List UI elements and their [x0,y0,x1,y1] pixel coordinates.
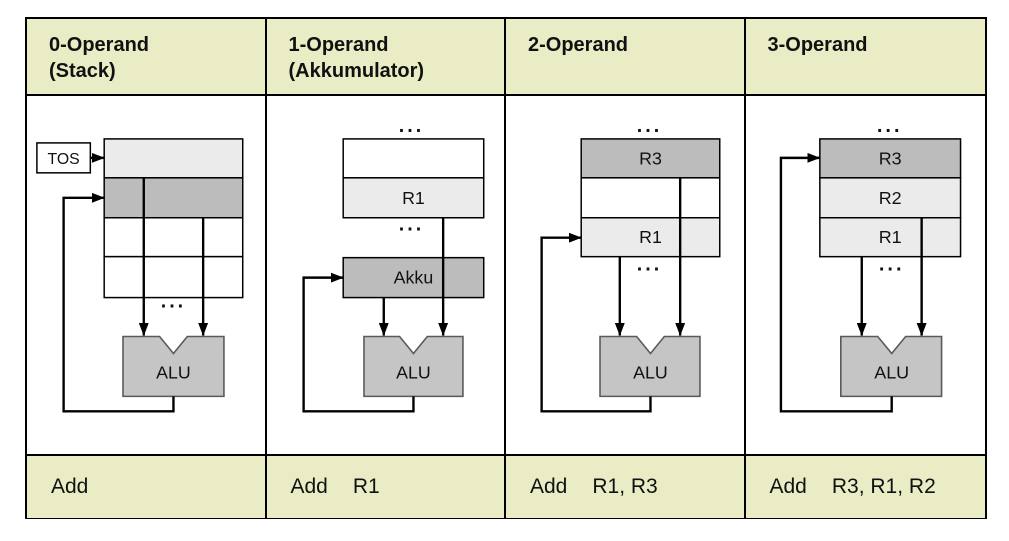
instruction-mnemonic: Add [530,475,568,499]
register-r2 [818,177,961,219]
ellipsis-above-registers: ... [398,115,423,137]
instruction-operands: R1 [352,475,380,499]
register-r1 [580,216,721,258]
header-subtitle: (Stack) [49,60,116,82]
alu-box-label: ALU [396,362,431,382]
result-feedback-line [301,272,415,413]
stack-architecture-diagram: TOS... ALU [36,138,244,413]
header-subtitle: (Akkumulator) [288,60,425,82]
stack-cell-fourth [103,255,244,299]
alu-box [362,335,464,398]
result-feedback-line [779,152,893,413]
register-r3-label: R3 [878,148,901,168]
header-title: 0-Operand [49,34,150,56]
register-r3 [818,138,961,179]
header-cell-3-operand: 3-Operand [745,19,985,96]
register-r1-label: R1 [878,227,901,247]
instruction-cell-akkumulator: Add R1 [266,456,506,519]
alu-box [599,335,701,398]
diagram-cell-stack: TOS... ALU [27,96,267,457]
stack-cell-third [103,216,244,258]
ellipsis-above-registers: ... [876,115,902,137]
akku-box-label: Akku [393,268,433,288]
alu-box [122,335,225,398]
instruction-operands: R1, R3 [592,475,658,499]
register-r3 [580,138,721,179]
tos-box-label: TOS [47,151,79,168]
register-r1 [818,216,961,258]
instruction-mnemonic: Add [769,475,807,499]
ellipsis-above-registers: ... [637,115,662,137]
instruction-mnemonic: Add [290,475,328,499]
result-feedback-line [540,232,652,413]
isa-comparison-table: 0-Operand (Stack) 1-Operand (Akkumulator… [25,17,987,519]
header-cell-2-operand: 2-Operand [506,19,746,96]
header-title: 2-Operand [528,34,629,56]
alu-box-label: ALU [874,362,909,382]
stack-cell-top [103,138,244,179]
alu-box-label: ALU [156,362,191,382]
ellipsis-below-registers: ... [637,254,662,276]
register-r1-label: R1 [639,227,662,247]
alu-box [839,335,942,398]
instruction-operands: R3, R1, R2 [831,475,936,499]
instruction-mnemonic: Add [51,475,89,499]
register-r3-label: R3 [639,148,662,168]
header-cell-1-operand: 1-Operand (Akkumulator) [266,19,506,96]
header-title: 3-Operand [767,34,868,56]
register-cell-middle [580,177,721,219]
result-feedback-line [62,192,175,413]
header-title: 1-Operand [288,34,389,56]
register-r1-label: R1 [402,188,425,208]
ellipsis-below-registers: ... [398,214,423,236]
tos-box [36,142,92,174]
ellipsis-below-registers: ... [878,254,904,276]
header-cell-0-operand: 0-Operand (Stack) [27,19,267,96]
instruction-cell-2-operand: Add R1, R3 [506,456,746,519]
register-r1 [341,177,484,219]
alu-box-label: ALU [633,362,668,382]
register-cell-top [341,138,484,179]
register-r2-label: R2 [878,188,901,208]
instruction-cell-3-operand: Add R3, R1, R2 [745,456,985,519]
instruction-cell-stack: Add [27,456,267,519]
ellipsis-below-stack: ... [161,290,186,312]
stack-cell-second [103,177,244,219]
